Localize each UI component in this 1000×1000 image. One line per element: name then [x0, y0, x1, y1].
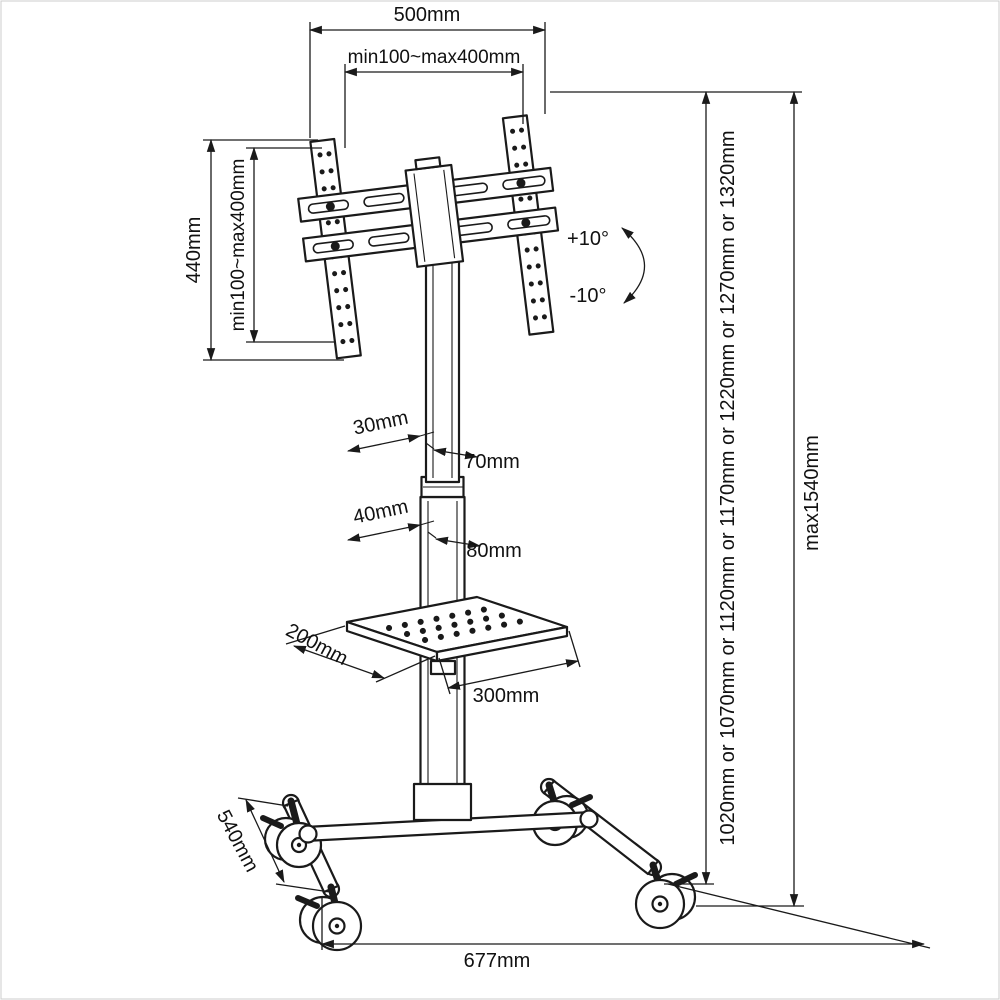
caster-front-left [295, 883, 363, 952]
column-upper-section [424, 252, 461, 484]
tv-bracket [297, 114, 560, 360]
dim-upper-column-width: 70mm [425, 442, 520, 473]
tilt-down-label: -10° [570, 285, 607, 307]
dim-base-depth-label: 540mm [212, 807, 263, 876]
dim-lower-column-width: 80mm [427, 531, 522, 562]
dim-upper-column-depth: 30mm [346, 407, 435, 453]
dim-vesa-vertical: min100~max400mm [228, 146, 336, 344]
tilt-indicator: +10° -10° [567, 227, 646, 307]
dim-bracket-height: 440mm [183, 138, 344, 362]
dim-top-width: 500mm [308, 4, 547, 138]
dim-lower-column-width-label: 80mm [466, 540, 522, 562]
dim-max-height-label: max1540mm [801, 435, 823, 551]
column [412, 252, 473, 822]
dim-base-width: 677mm [320, 883, 931, 972]
caster-front-right [634, 861, 698, 930]
shelf [345, 595, 569, 676]
tilt-arrow-arc [621, 227, 646, 304]
tilt-up-label: +10° [567, 228, 609, 250]
dim-bracket-height-label: 440mm [183, 217, 205, 284]
dim-vesa-vertical-label: min100~max400mm [228, 159, 249, 332]
dim-shelf-width-label: 300mm [473, 685, 540, 707]
dim-lower-column-depth-label: 40mm [351, 496, 410, 529]
dim-height-options: 1020mm or 1070mm or 1120mm or 1170mm or … [550, 90, 802, 886]
dim-height-options-label: 1020mm or 1070mm or 1120mm or 1170mm or … [717, 130, 739, 845]
dim-vesa-horizontal: min100~max400mm [343, 47, 525, 148]
dim-upper-column-width-label: 70mm [464, 451, 520, 473]
dim-vesa-horizontal-label: min100~max400mm [348, 47, 521, 68]
dim-base-width-label: 677mm [464, 950, 531, 972]
dim-upper-column-depth-label: 30mm [351, 407, 410, 440]
base-assembly [260, 777, 698, 952]
dim-max-height: max1540mm [696, 90, 823, 908]
column-base-plate [412, 782, 473, 822]
dim-shelf-width: 300mm [438, 630, 581, 707]
dimensions: 500mm min100~max400mm 440mm min100~max40… [183, 4, 931, 972]
dim-top-width-label: 500mm [394, 4, 461, 26]
